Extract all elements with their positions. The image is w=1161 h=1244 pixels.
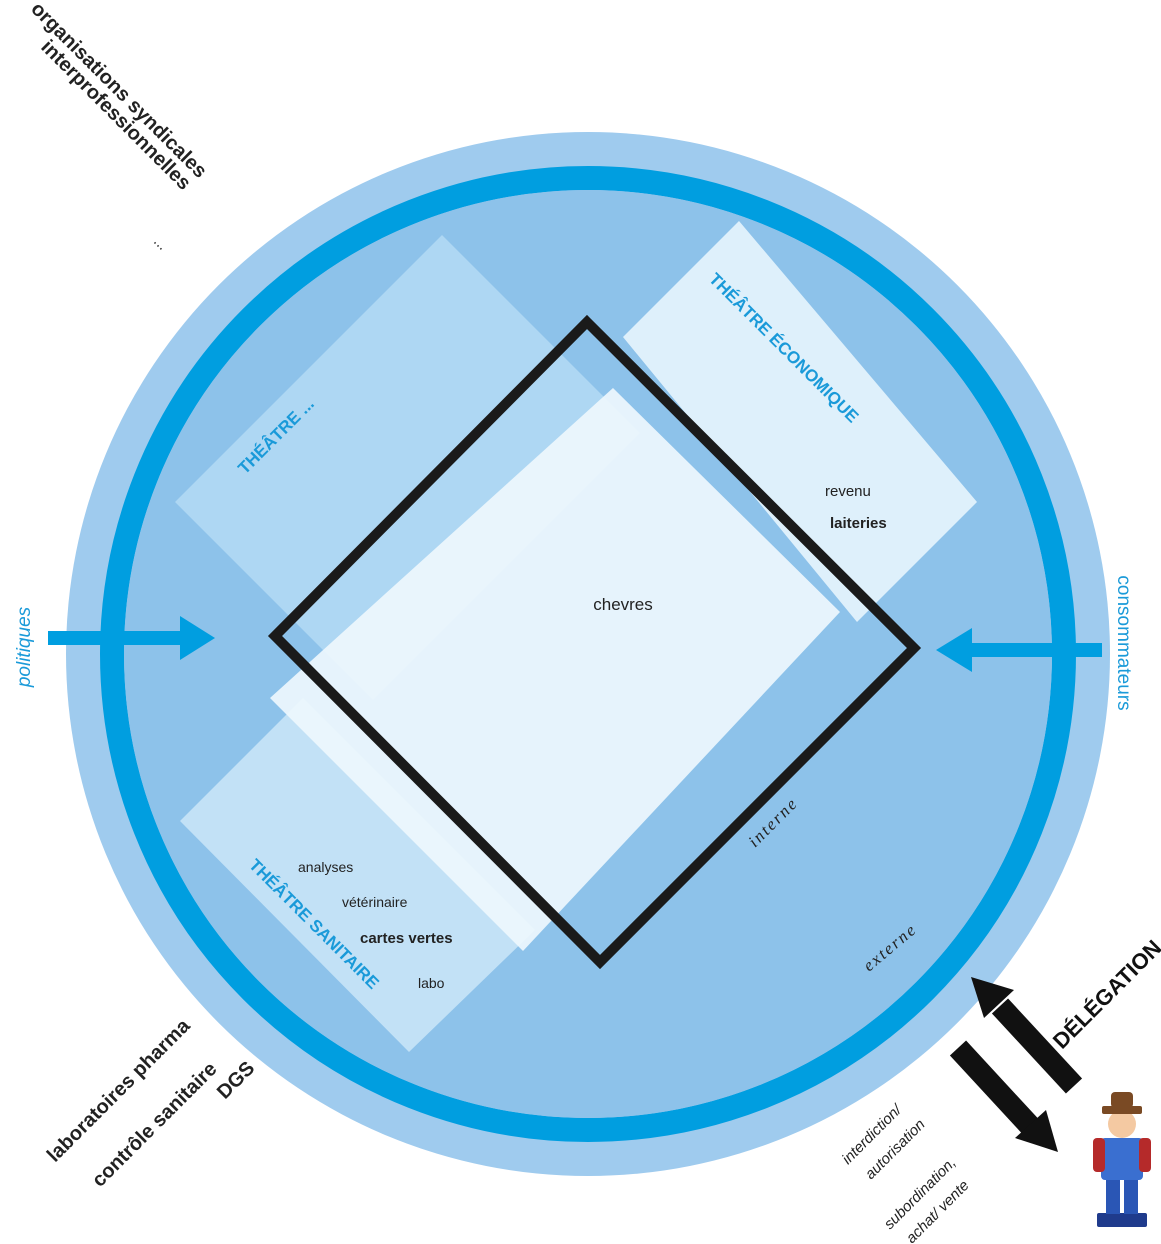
theatre-sanitaire-panel [180, 698, 535, 1052]
consommateurs-label: consommateurs [1113, 575, 1134, 710]
delegation-title: DÉLÉGATION [1048, 935, 1161, 1054]
arrow-down-subordination [949, 1040, 1058, 1152]
bottom-left-label-1: contrôle sanitaire [88, 1058, 221, 1191]
central-square [270, 388, 840, 951]
sanitaire-item-cartes-vertes: cartes vertes [360, 930, 453, 947]
economique-item-laiteries: laiteries [830, 515, 887, 532]
theatre-economique-panel [623, 221, 977, 622]
sanitaire-item-labo: labo [418, 975, 445, 991]
top-left-label-2: ... [150, 233, 171, 254]
bottom-left-label-2: DGS [213, 1057, 259, 1103]
center-label: chevres [593, 595, 653, 614]
top-left-label-1: interprofessionnelles [36, 36, 195, 195]
theatre-other-panel [175, 235, 640, 700]
arrow-up-interdiction [971, 977, 1083, 1094]
economique-item-revenu: revenu [825, 483, 871, 500]
politiques-arrow [48, 616, 215, 660]
politiques-label: politiques [14, 606, 35, 688]
consommateurs-arrow [936, 628, 1102, 672]
sanitaire-item-analyses: analyses [298, 859, 353, 875]
top-left-label-0: organisations syndicales [26, 0, 211, 183]
farmer-icon [1093, 1092, 1151, 1227]
inner-diamond [267, 314, 922, 970]
sanitaire-item-veterinaire: vétérinaire [342, 894, 408, 910]
